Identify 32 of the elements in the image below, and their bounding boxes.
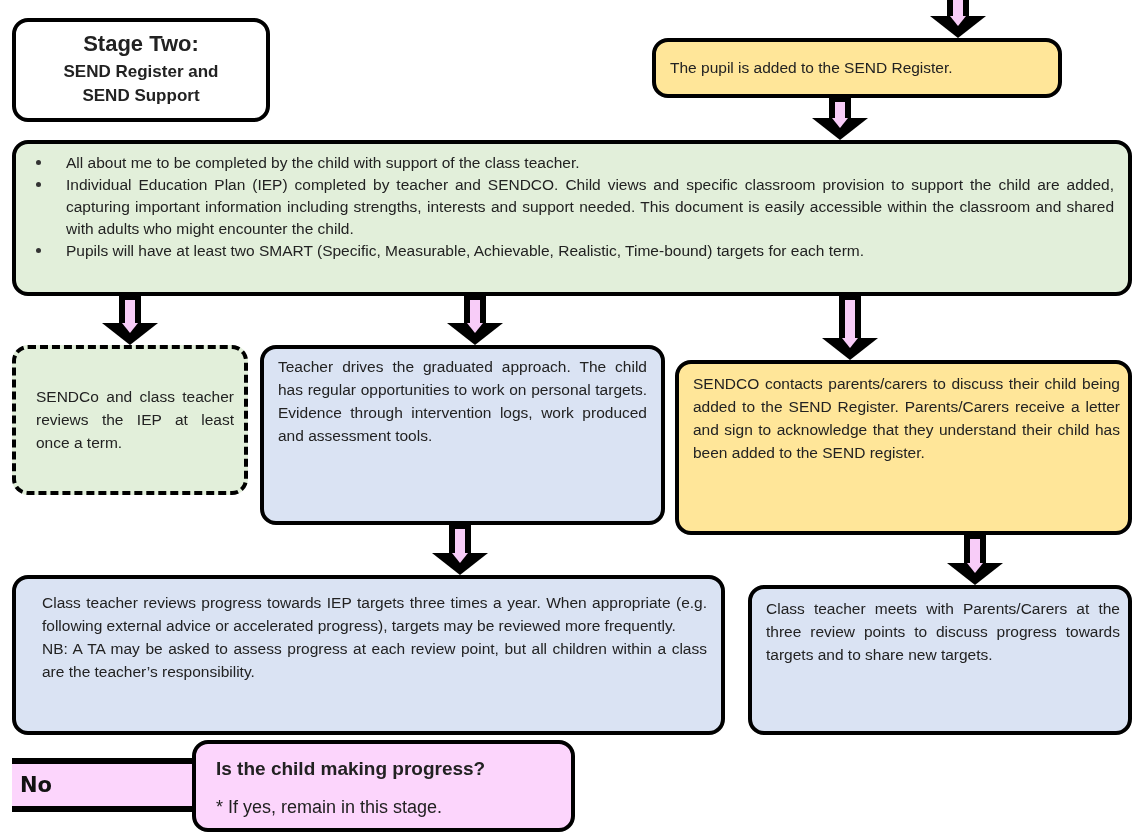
- box-text: SENDCo and class teacher reviews the IEP at least once a term.: [36, 387, 234, 453]
- process-box: [748, 585, 1132, 735]
- process-box: [652, 38, 1062, 98]
- process-box: [12, 575, 725, 735]
- block-arrow: [447, 296, 503, 345]
- process-box: [675, 360, 1132, 535]
- block-arrow: [432, 525, 488, 575]
- process-box: [12, 140, 1132, 296]
- box-text: The pupil is added to the SEND Register.: [670, 58, 954, 78]
- stage-heading: Stage Two:: [82, 30, 200, 58]
- block-arrow: [812, 98, 868, 140]
- bullet-item: Pupils will have at least two SMART (Specific, Measurable, Achievable, Realistic, Time-bound) targets for each term.: [32, 240, 1114, 262]
- box-text: Class teacher meets with Parents/Carers at the three review points to discuss progress towards targets and to share new targets.: [766, 599, 1120, 665]
- process-box: [260, 345, 665, 525]
- decision-note: * If yes, remain in this stage.: [216, 796, 444, 819]
- block-arrow: [102, 296, 158, 345]
- box-text: SENDCO contacts parents/carers to discuss their child being added to the SEND Register. Parents/Carers receive a letter and sign to acknowledge that they understand their child has been added to the SEND register.: [693, 374, 1120, 463]
- box-text: NB: A TA may be asked to assess progress at each review point, but all children within a class are the teacher’s responsibility.: [42, 639, 707, 682]
- bullet-item: All about me to be completed by the child with support of the class teacher.: [32, 152, 1114, 174]
- process-box: [12, 18, 270, 122]
- process-box: [192, 740, 575, 832]
- edge-label: No: [20, 772, 52, 799]
- block-arrow: [822, 296, 878, 360]
- process-box: [12, 345, 248, 495]
- box-text: Teacher drives the graduated approach. The child has regular opportunities to work on personal targets. Evidence through intervention logs, work produced and assessment tools.: [278, 357, 647, 446]
- stage-subtitle: SEND Register and SEND Support: [62, 61, 220, 107]
- bullet-item: Individual Education Plan (IEP) completed by teacher and SENDCO. Child views and specific classroom provision to support the child are added, capturing important information including strengths, interests and support needed. This document is easily accessible within the classroom and shared with adults who might encounter the child.: [32, 174, 1114, 240]
- box-text: Class teacher reviews progress towards IEP targets three times a year. When appropriate (e.g. following external advice or accelerated progress), targets may be reviewed more frequently.: [42, 593, 707, 636]
- block-arrow: [947, 535, 1003, 585]
- block-arrow: [930, 0, 986, 38]
- no-band: [12, 758, 194, 812]
- decision-question: Is the child making progress?: [216, 757, 487, 781]
